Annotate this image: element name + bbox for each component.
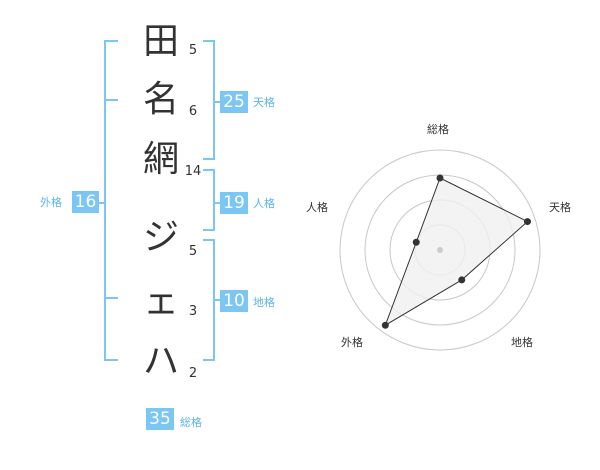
jinkaku-label: 人格: [253, 197, 275, 210]
radar-point-3: [381, 321, 389, 329]
radar-axis-label-gaikaku: 外格: [341, 336, 363, 349]
radar-series-polygon: [384, 177, 529, 327]
radar-center-dot: [437, 247, 443, 253]
radar-grid-ring: [339, 149, 541, 351]
name-char-5: ェ: [142, 281, 179, 322]
stroke-count-5: 3: [188, 304, 198, 319]
name-char-4: ジ: [142, 217, 179, 258]
radar-point-2: [458, 276, 466, 284]
name-char-1: 田: [142, 21, 179, 62]
stroke-count-3: 14: [184, 164, 202, 179]
radar-axis-label-soukaku: 総格: [427, 123, 449, 136]
chikaku-value-badge: 10: [220, 290, 248, 312]
tenkaku-label: 天格: [253, 96, 275, 109]
chikaku-label: 地格: [253, 296, 275, 309]
stroke-count-1: 5: [188, 43, 198, 58]
gaikaku-label: 外格: [40, 196, 62, 209]
stroke-count-4: 5: [188, 244, 198, 259]
tenkaku-value-badge: 25: [220, 91, 248, 113]
name-char-3: 網: [142, 139, 179, 180]
stroke-count-2: 6: [188, 104, 198, 119]
name-char-6: ハ: [142, 341, 179, 382]
radar-axis-label-chikaku: 地格: [511, 336, 533, 349]
radar-point-0: [436, 174, 444, 182]
gaikaku-value-badge: 16: [72, 191, 99, 213]
radar-axis-label-tenkaku: 天格: [549, 201, 571, 214]
radar-axis-label-jinkaku: 人格: [306, 201, 328, 214]
radar-point-4: [412, 238, 420, 246]
name-char-2: 名: [142, 79, 179, 120]
radar-point-1: [523, 218, 531, 226]
jinkaku-value-badge: 19: [220, 192, 248, 214]
soukaku-label: 総格: [180, 416, 202, 429]
soukaku-value-badge: 35: [146, 408, 174, 430]
stroke-count-6: 2: [188, 366, 198, 381]
